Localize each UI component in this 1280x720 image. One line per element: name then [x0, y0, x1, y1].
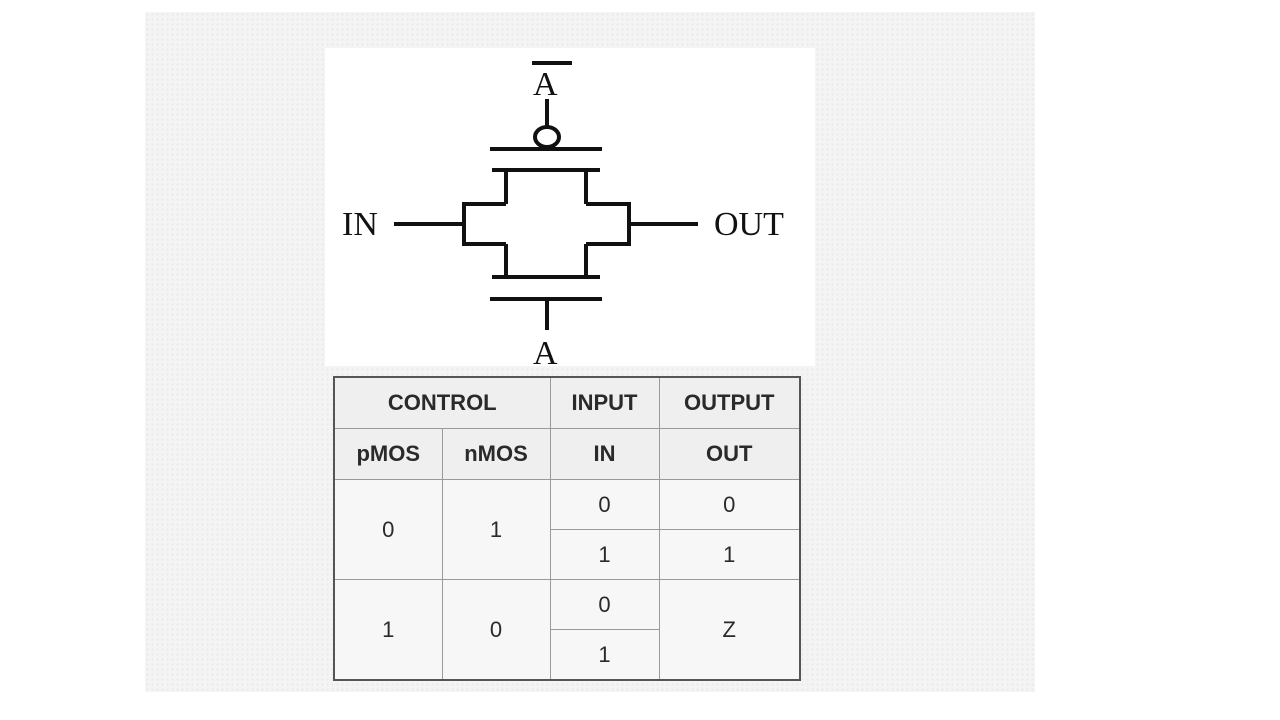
subheader-nmos: nMOS [441, 428, 551, 480]
table-cell-in: 1 [549, 629, 660, 681]
header-output: OUTPUT [658, 376, 801, 429]
circuit-panel [325, 48, 815, 366]
table-cell-in: 0 [549, 579, 660, 630]
table-cell-out: 1 [658, 529, 801, 580]
input-junction [462, 202, 506, 246]
subheader-out: OUT [658, 428, 801, 480]
header-input: INPUT [549, 376, 660, 429]
output-label: OUT [714, 206, 784, 243]
table-cell-out: Z [658, 579, 801, 681]
table-cell-out: 0 [658, 479, 801, 530]
inversion-bubble [533, 125, 561, 149]
header-control: CONTROL [333, 376, 551, 429]
table-cell-nmos: 0 [441, 579, 551, 681]
subheader-pmos: pMOS [333, 428, 443, 480]
table-cell-nmos: 1 [441, 479, 551, 580]
table-cell-pmos: 0 [333, 479, 443, 580]
table-cell-in: 0 [549, 479, 660, 530]
table-cell-in: 1 [549, 529, 660, 580]
table-cell-pmos: 1 [333, 579, 443, 681]
output-junction [586, 202, 631, 246]
control-top-label: A [533, 66, 558, 103]
subheader-in: IN [549, 428, 660, 480]
control-bottom-label: A [533, 335, 558, 372]
input-label: IN [342, 206, 378, 243]
truth-table: CONTROL INPUT OUTPUT pMOS nMOS IN OUT 0 … [333, 376, 801, 681]
